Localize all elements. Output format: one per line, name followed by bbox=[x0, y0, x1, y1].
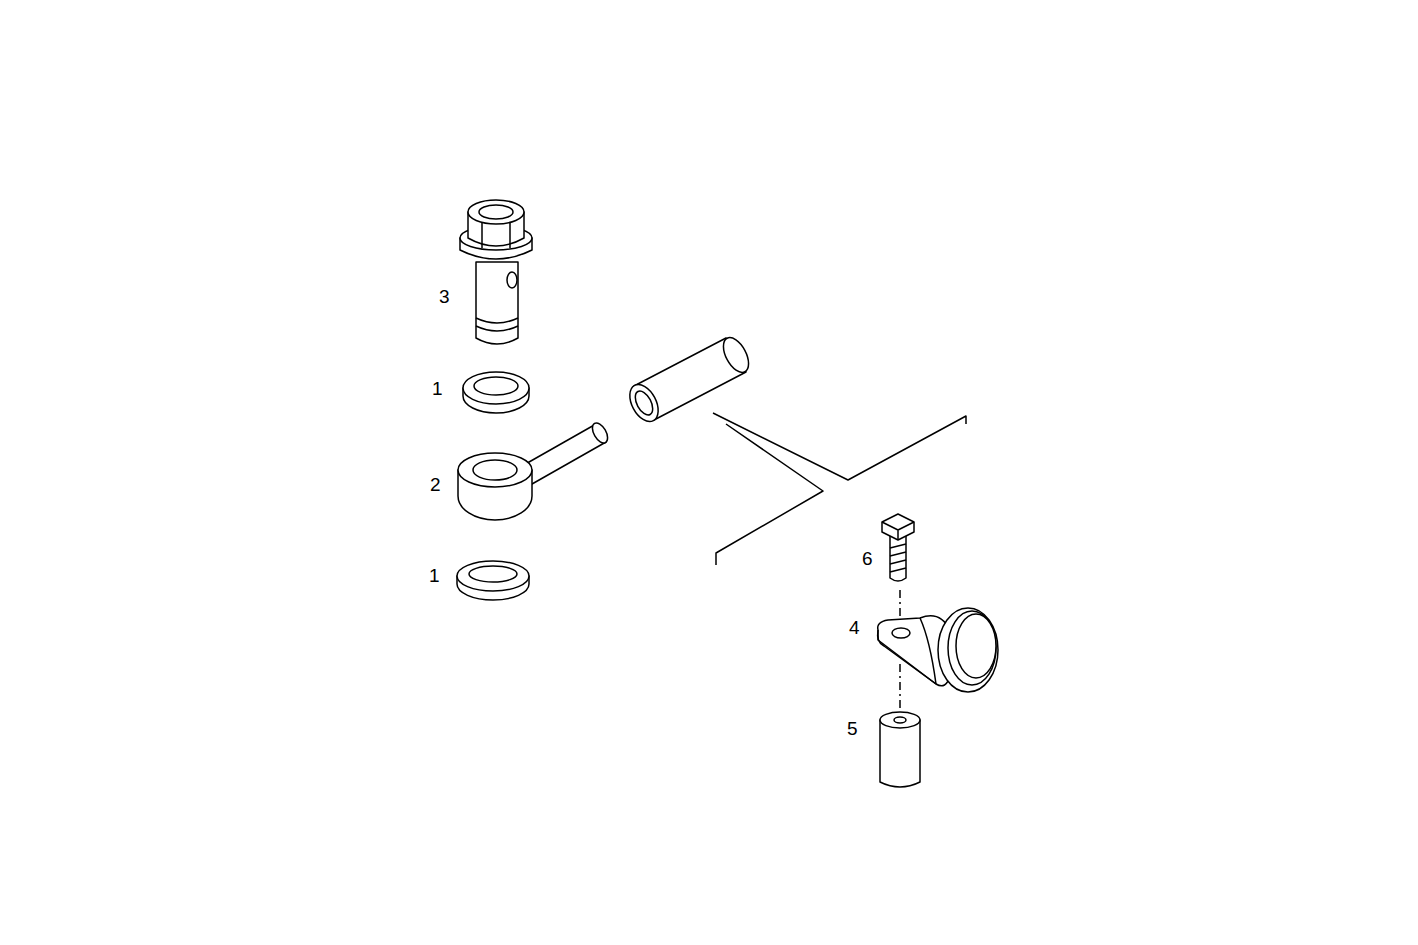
callout-number: 1 bbox=[429, 566, 440, 585]
callout-number: 2 bbox=[430, 475, 441, 494]
callout-number: 4 bbox=[849, 618, 860, 637]
callout-number: 1 bbox=[432, 379, 443, 398]
sealing-washer bbox=[457, 561, 529, 600]
banjo-fitting bbox=[458, 420, 611, 520]
callout-number: 6 bbox=[862, 549, 873, 568]
sealing-washer bbox=[463, 372, 529, 413]
break-line bbox=[713, 413, 966, 480]
hose bbox=[624, 334, 754, 427]
callout-number: 3 bbox=[439, 287, 450, 306]
spacer-sleeve bbox=[880, 712, 920, 787]
hex-bolt bbox=[882, 514, 914, 581]
callout-number: 5 bbox=[847, 719, 858, 738]
pipe-clip bbox=[878, 608, 998, 692]
break-line bbox=[716, 424, 823, 565]
banjo-bolt bbox=[460, 200, 532, 344]
